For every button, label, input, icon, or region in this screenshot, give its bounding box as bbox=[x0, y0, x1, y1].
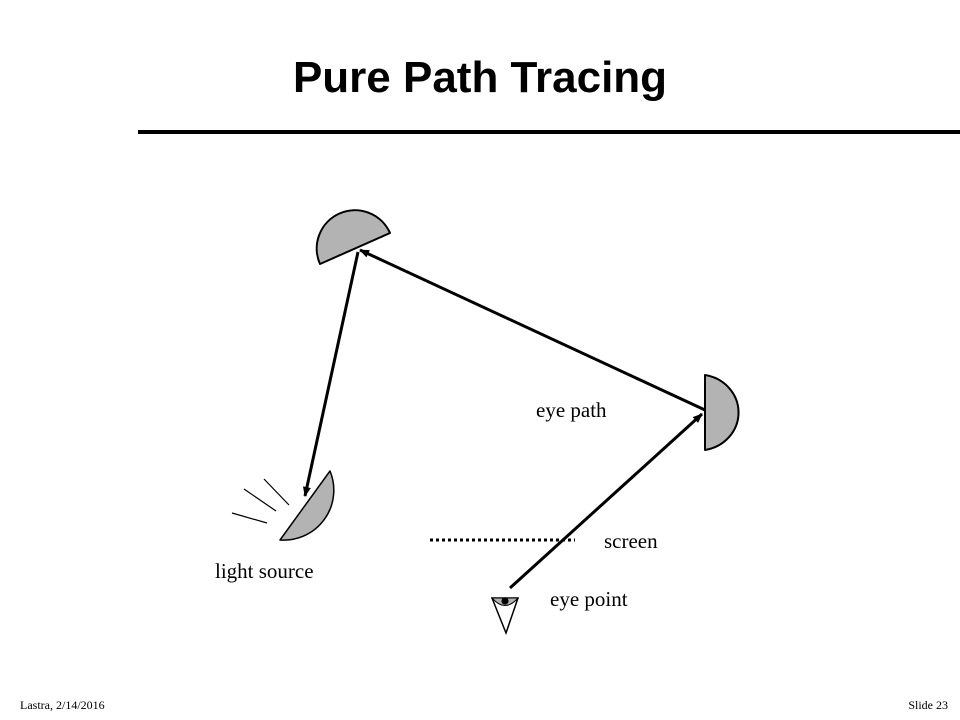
eye-path-segment-2 bbox=[359, 248, 706, 412]
slide-title: Pure Path Tracing bbox=[292, 53, 668, 102]
title-underline bbox=[138, 130, 960, 134]
eye-icon bbox=[490, 597, 520, 636]
light-source-label: light source bbox=[215, 559, 314, 583]
light-source-surface bbox=[279, 470, 335, 541]
light-rays bbox=[231, 478, 290, 524]
eye-path-label: eye path bbox=[536, 398, 607, 422]
screen-label: screen bbox=[604, 529, 658, 553]
eye-path-segment-1 bbox=[508, 412, 704, 590]
eye-path-segment-3 bbox=[303, 251, 360, 497]
right-reflector-surface bbox=[704, 374, 740, 451]
top-reflector-surface bbox=[315, 209, 391, 265]
footer-author-date: Lastra, 2/14/2016 bbox=[20, 698, 105, 712]
footer-slide-number: Slide 23 bbox=[908, 698, 948, 712]
eye-point-label: eye point bbox=[550, 587, 628, 611]
